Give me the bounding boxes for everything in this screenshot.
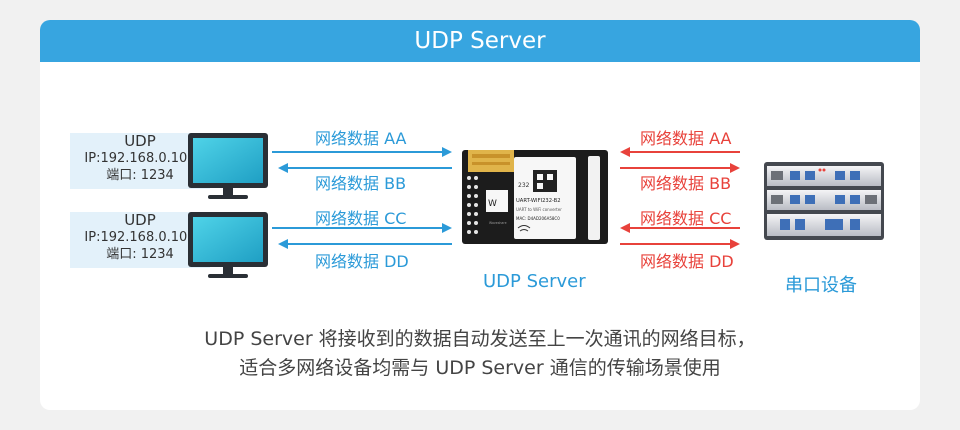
left-arrows xyxy=(272,147,452,249)
client-1-protocol: UDP xyxy=(124,132,156,150)
diagram-card: UDP Server UDP IP:192.168.0.100 端口: 1234… xyxy=(40,20,920,410)
wifi-module: W 232 UART-WIFI232-B2 UART to WiFi conve… xyxy=(462,150,608,244)
right-arrow-label-bb: 网络数据 BB xyxy=(640,174,732,193)
client-2-ip: IP:192.168.0.101 xyxy=(84,230,196,245)
module-mac: MAC: D4AD206A58C0 xyxy=(516,216,560,221)
module-caption: UDP Server xyxy=(483,271,586,292)
left-arrow-label-dd: 网络数据 DD xyxy=(315,252,409,271)
module-brand-mark: W xyxy=(488,199,497,209)
client-2-protocol: UDP xyxy=(124,211,156,229)
monitor-icon-2 xyxy=(188,212,268,278)
module-subtitle: UART to WiFi converter xyxy=(516,207,562,212)
server-rack-icon xyxy=(764,162,884,240)
diagram-graphics: W 232 UART-WIFI232-B2 UART to WiFi conve… xyxy=(188,133,884,278)
right-arrow-label-dd: 网络数据 DD xyxy=(640,252,734,271)
description-line-2: 适合多网络设备均需与 UDP Server 通信的传输场景使用 xyxy=(239,357,721,379)
left-arrow-label-cc: 网络数据 CC xyxy=(315,209,407,228)
page-title: UDP Server xyxy=(40,20,920,62)
module-model: UART-WIFI232-B2 xyxy=(516,198,561,204)
monitor-icon-1 xyxy=(188,133,268,199)
left-arrow-label-aa: 网络数据 AA xyxy=(315,129,407,148)
left-arrow-label-bb: 网络数据 BB xyxy=(315,174,407,193)
module-brand: Waveshare xyxy=(489,221,507,225)
wifi-icon xyxy=(517,225,531,232)
description-line-1: UDP Server 将接收到的数据自动发送至上一次通讯的网络目标， xyxy=(204,328,756,350)
client-label-2: UDP IP:192.168.0.101 端口: 1234 xyxy=(70,212,210,268)
client-1-ip: IP:192.168.0.100 xyxy=(84,151,196,166)
module-number: 232 xyxy=(518,182,530,189)
right-arrows xyxy=(620,147,740,249)
client-2-port: 端口: 1234 xyxy=(106,247,174,262)
right-arrow-label-cc: 网络数据 CC xyxy=(640,209,732,228)
right-arrow-label-aa: 网络数据 AA xyxy=(640,129,732,148)
device-caption: 串口设备 xyxy=(785,275,857,296)
client-label-1: UDP IP:192.168.0.100 端口: 1234 xyxy=(70,133,210,189)
client-1-port: 端口: 1234 xyxy=(106,168,174,183)
